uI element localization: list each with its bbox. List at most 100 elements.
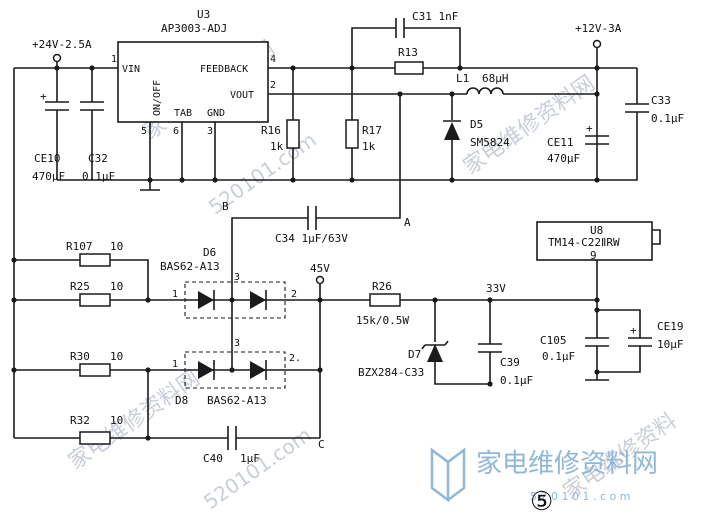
c105-value: 0.1μF xyxy=(542,350,575,363)
d6-pin-2: 2 xyxy=(291,289,297,300)
c34-label: C34 1μF/63V xyxy=(275,232,348,245)
ce11-polarity: + xyxy=(586,122,593,135)
c32-value: 0.1μF xyxy=(82,170,115,183)
r26-value: 15k/0.5W xyxy=(356,314,409,327)
d7-zener xyxy=(427,344,443,362)
r30-ref: R30 xyxy=(70,350,90,363)
voltage-33v-label: 33V xyxy=(486,282,506,295)
junction-dot xyxy=(317,367,323,373)
u3-pin-feedback: FEEDBACK xyxy=(200,64,248,75)
u3-pin-5: 5 xyxy=(141,126,147,137)
d6-package xyxy=(184,281,286,319)
junction-dot xyxy=(594,369,600,375)
c34-capacitor xyxy=(307,206,317,230)
ce10-value: 470μF xyxy=(32,170,65,183)
u3-pin-vout: VOUT xyxy=(230,90,254,101)
c39-value: 0.1μF xyxy=(500,374,533,387)
d8-pin-2: 2. xyxy=(289,353,301,364)
d6-diode-2 xyxy=(250,291,266,309)
c105-ref: C105 xyxy=(540,334,567,347)
ce11-value: 470μF xyxy=(547,152,580,165)
junction-dot xyxy=(11,257,17,263)
node-b-wire xyxy=(231,217,308,370)
logo-url: 5 2 0 1 0 1 . c o m xyxy=(530,490,630,503)
c34-value: 1μF/63V xyxy=(302,232,349,245)
ce19-polarity: + xyxy=(630,324,637,337)
u3-part: AP3003-ADJ xyxy=(161,22,227,35)
r16-ref: R16 xyxy=(261,124,281,137)
resistor-ladder: R107 10 R25 10 R30 10 R32 10 xyxy=(11,240,198,445)
book-logo-icon-right xyxy=(447,447,466,501)
d7-ref: D7 xyxy=(408,348,421,361)
ce19-lead-top xyxy=(597,309,641,338)
d6-pin-3: 3 xyxy=(234,272,240,283)
junction-dot xyxy=(457,65,463,71)
junction-dot xyxy=(229,367,235,373)
c39-ref: C39 xyxy=(500,356,520,369)
test-point-45v xyxy=(315,275,325,285)
d8-package xyxy=(184,351,286,389)
u3-chip xyxy=(117,41,269,123)
r25-resistor xyxy=(79,293,111,307)
ce10-polarity: + xyxy=(40,90,47,103)
d5-diode xyxy=(444,122,460,140)
junction-dot xyxy=(145,297,151,303)
c34-ref: C34 xyxy=(275,232,295,245)
d5-ref: D5 xyxy=(470,118,483,131)
u8-connector xyxy=(652,229,661,245)
ce19-ref: CE19 xyxy=(657,320,684,333)
junction-dot xyxy=(212,177,218,183)
r32-resistor xyxy=(79,431,111,445)
voltage-45v-label: 45V xyxy=(310,262,330,275)
d7-part: BZX284-C33 xyxy=(358,366,424,379)
ce19-lead-bottom xyxy=(597,346,641,373)
c31-left-wire xyxy=(351,27,396,68)
r32-value: 10 xyxy=(110,414,123,427)
c31-value: 1nF xyxy=(439,10,459,23)
junction-dot xyxy=(11,367,17,373)
c40-capacitor xyxy=(227,426,237,450)
d6-pin-1: 1 xyxy=(172,289,178,300)
junction-dot xyxy=(487,381,493,387)
u3-pin-tab: TAB xyxy=(174,108,192,119)
ce10-ref: CE10 xyxy=(34,152,61,165)
r16-resistor xyxy=(286,119,300,149)
figure-number: ⑤ xyxy=(530,487,553,517)
c33-lead-bottom xyxy=(608,112,638,181)
node-a-wire xyxy=(316,94,401,219)
r32-ref: R32 xyxy=(70,414,90,427)
d8-pin-1: 1 xyxy=(172,359,178,370)
l1-inductor xyxy=(466,87,504,95)
d6-ref: D6 xyxy=(203,246,216,259)
junction-dot xyxy=(11,297,17,303)
d5-part: SM5824 xyxy=(470,136,510,149)
r17-value: 1k xyxy=(362,140,376,153)
u3-pin-onoff: ON/OFF xyxy=(152,80,163,116)
c33-value: 0.1μF xyxy=(651,112,684,125)
d7-lead-bottom xyxy=(434,362,490,385)
junction-dot xyxy=(317,297,323,303)
junction-dot xyxy=(179,177,185,183)
c31-label: C31 1nF xyxy=(412,10,458,23)
u3-pin-vin: VIN xyxy=(122,64,140,75)
u8-display-module xyxy=(536,221,653,261)
u3-ref: U3 xyxy=(197,8,210,21)
output-voltage-label: +12V-3A xyxy=(575,22,622,35)
r107-resistor xyxy=(79,253,111,267)
l1-ref: L1 xyxy=(456,72,469,85)
r26-ref: R26 xyxy=(372,280,392,293)
book-logo-icon xyxy=(430,447,450,503)
u3-pin-1: 1 xyxy=(111,54,117,65)
junction-dot xyxy=(594,307,600,313)
c31-capacitor xyxy=(395,18,405,38)
watermark-text-4: 520101.com xyxy=(199,422,316,514)
u3-pin-6: 6 xyxy=(173,126,179,137)
c31-ref: C31 xyxy=(412,10,432,23)
output-terminal xyxy=(592,39,602,49)
r25-ref: R25 xyxy=(70,280,90,293)
junction-dot xyxy=(594,91,600,97)
site-logo: 家电维修资料网 5 2 0 1 0 1 . c o m xyxy=(430,447,658,503)
r26-resistor xyxy=(369,293,401,307)
input-voltage-label: +24V-2.5A xyxy=(32,38,92,51)
